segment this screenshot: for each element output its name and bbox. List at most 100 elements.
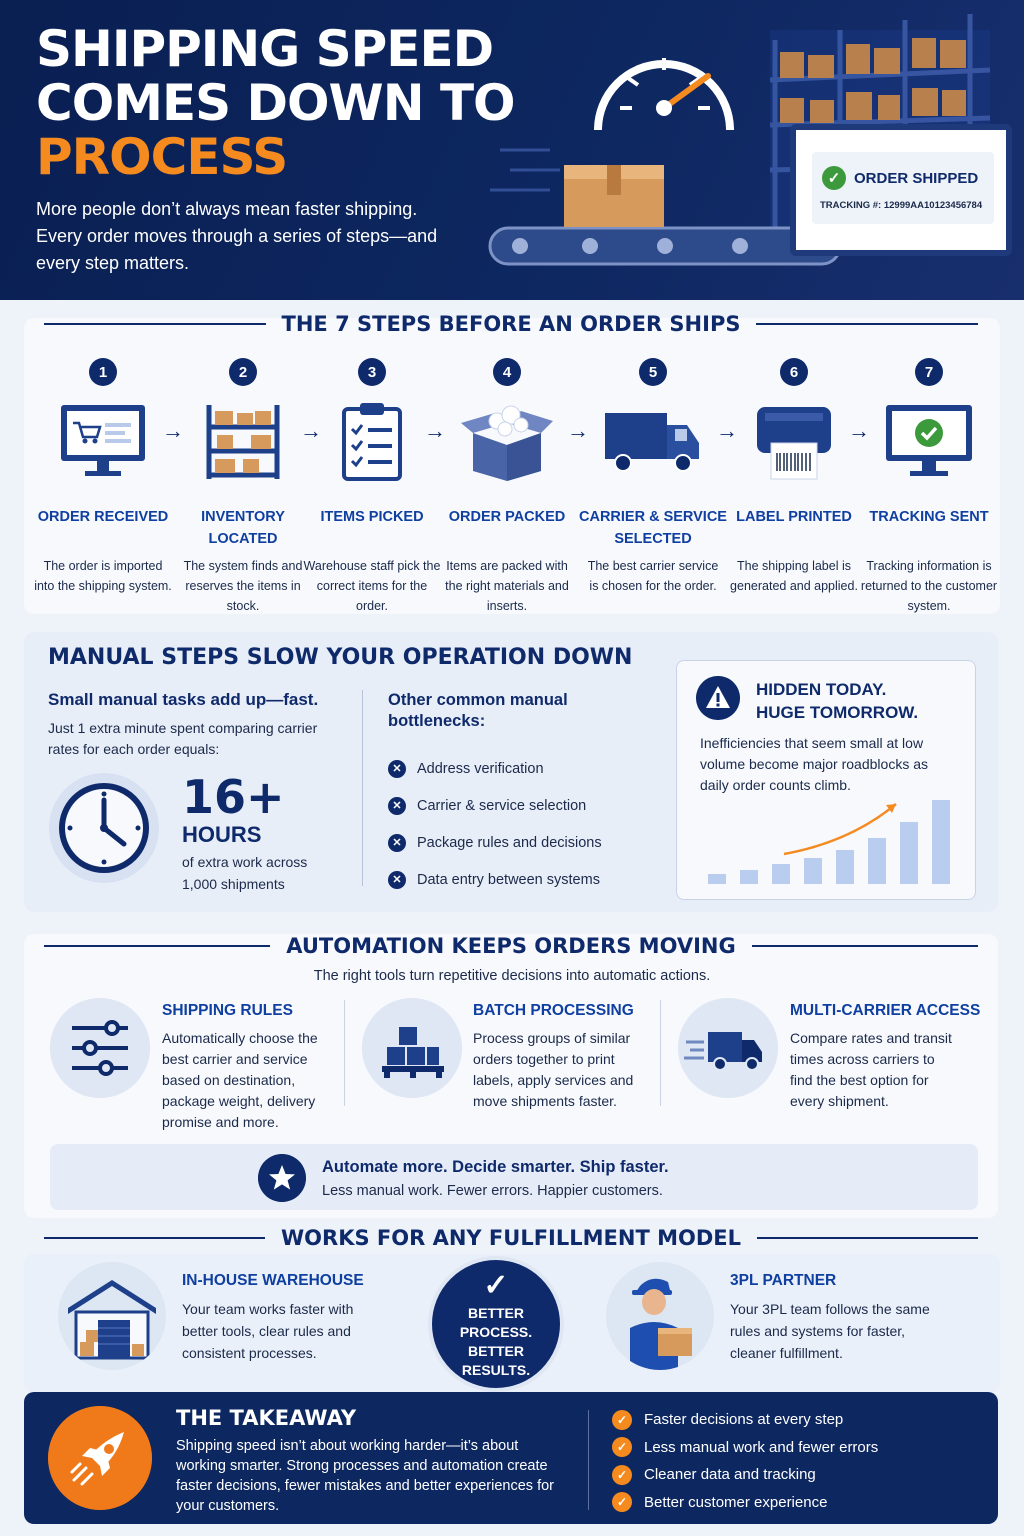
manual-subtitle: Small manual tasks add up—fast. [48,690,319,709]
clipboard-icon [297,396,447,486]
takeaway-text: Shipping speed isn’t about working harde… [176,1438,554,1514]
shipping-rules-title: SHIPPING RULES [162,1002,293,1019]
step-number: 6 [780,358,808,386]
step-title: ORDER PACKED [448,509,566,525]
arrow-right-icon: → [567,418,589,443]
bottleneck-item: ✕ Data entry between systems [388,861,602,898]
arrow-right-icon: → [716,418,738,443]
step-title: ORDER RECEIVED [37,509,169,525]
step-number: 3 [358,358,386,386]
extra-hours-number: 16+ [182,770,285,824]
step-number: 2 [229,358,257,386]
order-shipped-label: ORDER SHIPPED [854,169,979,187]
monitor-cart-icon [28,396,178,486]
tracking-number: TRACKING #: 12999AA10123456784 [820,200,983,211]
check-icon: ✓ [612,1492,632,1513]
arrow-right-icon: → [300,418,322,443]
bottleneck-label: Data entry between systems [417,871,600,888]
check-icon: ✓ [612,1409,632,1430]
banner-subline: Less manual work. Fewer errors. Happier … [322,1183,663,1199]
takeaway-point-label: Better customer experience [644,1493,828,1511]
x-icon: ✕ [388,870,406,889]
takeaway-point: ✓Faster decisions at every step [612,1406,878,1434]
hidden-title-line-1: HIDDEN TODAY. [756,680,887,699]
arrow-right-icon: → [848,418,870,443]
multi-carrier-text: Compare rates and transit times across c… [790,1030,952,1109]
models-heading: WORKS FOR ANY FULFILLMENT MODEL [44,1226,979,1250]
tpl-title: 3PL PARTNER [730,1272,837,1289]
takeaway-point: ✓ Better customer experience [612,1489,878,1517]
bottleneck-label: Carrier & service selection [417,797,587,814]
worker-with-box-icon [606,1262,714,1370]
hero-title: SHIPPING SPEED COMES DOWN TO PROCESS [36,20,516,184]
order-shipped-panel: ✓ ORDER SHIPPED TRACKING #: 12999AA10123… [812,152,994,224]
open-box-icon [432,396,582,486]
takeaway-title: THE TAKEAWAY [176,1406,357,1430]
inhouse-title: IN-HOUSE WAREHOUSE [182,1272,364,1289]
hero-banner: SHIPPING SPEED COMES DOWN TO PROCESS Mor… [0,0,1024,300]
x-icon: ✕ [388,796,406,815]
takeaway-point-label: Cleaner data and tracking [644,1466,816,1484]
hidden-today-text: Inefficiencies that seem small at low vo… [700,735,928,793]
manual-text: Just 1 extra minute spent comparing carr… [48,720,318,757]
extra-hours-desc: of extra work across 1,000 shipments [182,854,308,892]
bottleneck-item: ✕Package rules and decisions [388,824,602,861]
shipping-rules-text: Automatically choose the best carrier an… [162,1030,318,1130]
sliders-icon [50,998,150,1098]
steps-heading: THE 7 STEPS BEFORE AN ORDER SHIPS [44,312,978,336]
hidden-title-line-2: HUGE TOMORROW. [756,703,919,722]
step-title: LABEL PRINTED [736,509,852,525]
step-number: 1 [89,358,117,386]
rocket-icon [48,1406,152,1510]
check-icon: ✓ [822,166,846,190]
hero-title-line-1: SHIPPING SPEED [36,20,494,78]
bottleneck-label: Address verification [417,760,544,777]
step-title: TRACKING SENT [869,509,989,525]
models-title: WORKS FOR ANY FULFILLMENT MODEL [281,1226,741,1250]
arrow-right-icon: → [424,418,446,443]
hero-subtitle: More people don’t always mean faster shi… [36,199,438,273]
bottleneck-item: ✕ Carrier & service selection [388,787,602,824]
automation-subtitle: The right tools turn repetitive decision… [313,968,711,984]
step-desc: The shipping label is generated and appl… [730,559,858,593]
takeaway-point-label: Less manual work and fewer errors [644,1438,879,1456]
better-process-badge: ✓ BETTER PROCESS. BETTER RESULTS. [428,1256,564,1392]
pallet-boxes-icon [362,998,462,1098]
truck-icon [578,396,728,486]
steps-title: THE 7 STEPS BEFORE AN ORDER SHIPS [281,312,741,336]
warning-icon [696,676,740,720]
x-icon: ✕ [388,759,406,778]
order-shipped-monitor: ✓ ORDER SHIPPED TRACKING #: 12999AA10123… [790,124,1012,256]
takeaway-panel [24,1392,998,1524]
check-icon: ✓ [612,1464,632,1485]
feature-divider [660,1000,661,1106]
shelf-icon [168,396,318,486]
batch-processing-title: BATCH PROCESSING [473,1002,634,1019]
step-number: 5 [639,358,667,386]
step-title: CARRIER & SERVICE SELECTED [579,509,727,547]
step-title: ITEMS PICKED [320,509,424,525]
better-process-text: BETTER PROCESS. BETTER RESULTS. [459,1305,533,1378]
takeaway-point: ✓ Less manual work and fewer errors [612,1434,878,1462]
automation-heading: AUTOMATION KEEPS ORDERS MOVING [44,934,978,958]
feature-divider [344,1000,345,1106]
check-icon: ✓ [612,1437,632,1458]
multi-carrier-title: MULTI-CARRIER ACCESS [790,1002,981,1019]
manual-divider [362,690,363,886]
bottlenecks-list: ✕ Address verification ✕ Carrier & service … [388,750,602,898]
monitor-check-icon [854,396,1004,486]
x-icon: ✕ [388,833,406,852]
step-number: 4 [493,358,521,386]
tpl-text: Your 3PL team follows the same rules and… [730,1301,930,1361]
clock-icon [49,773,159,883]
step-title: INVENTORY LOCATED [201,509,285,547]
warehouse-icon [58,1262,166,1370]
takeaway-divider [588,1410,589,1510]
step-number: 7 [915,358,943,386]
hero-title-line-2: COMES DOWN TO [36,74,516,132]
